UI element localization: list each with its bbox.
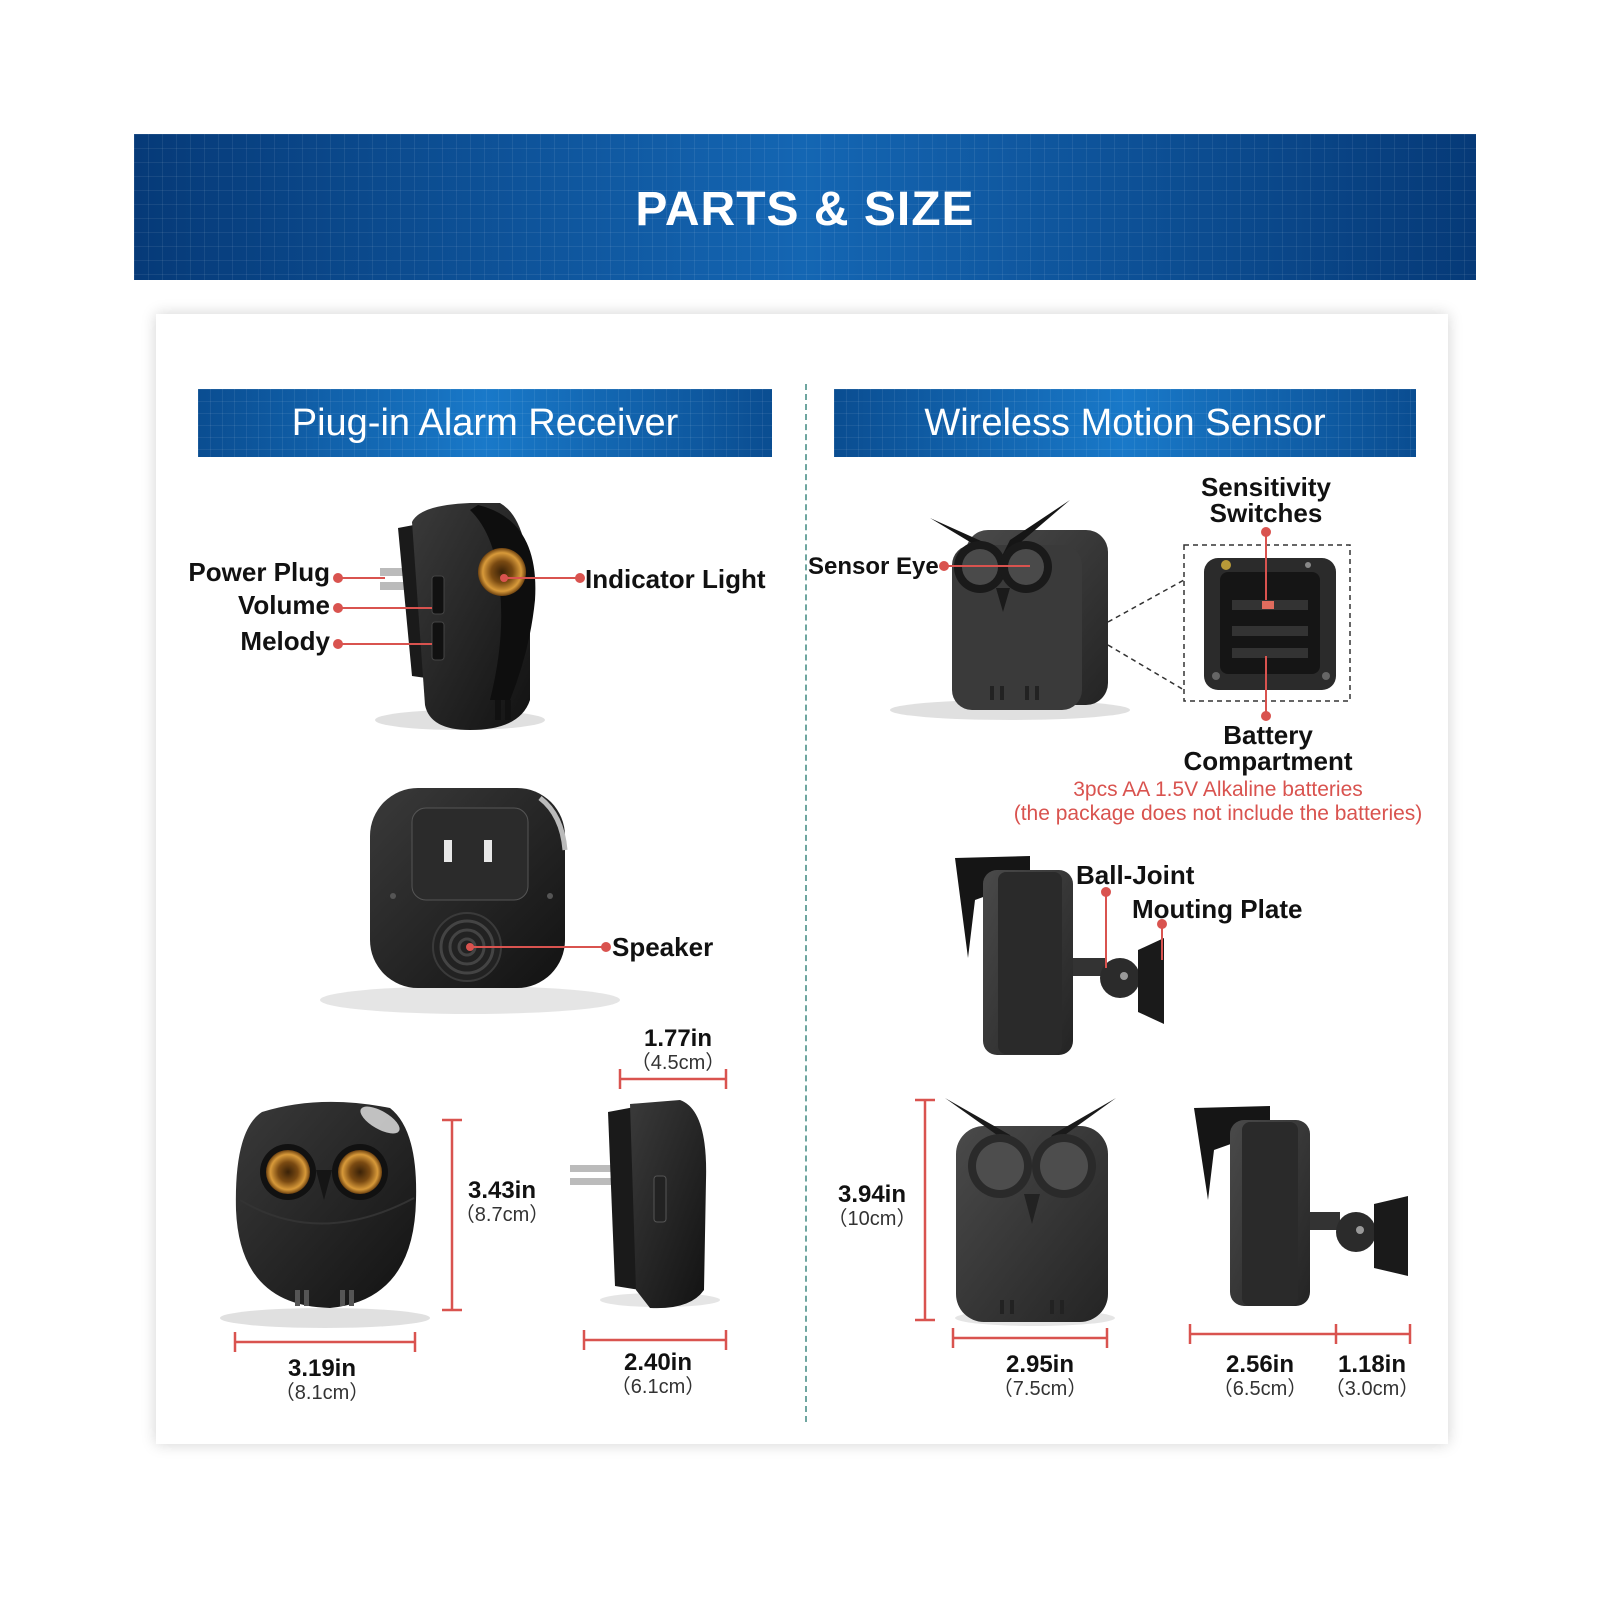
sensitivity-switches-label-line1: Sensitivity [1200,472,1332,502]
battery-note-line1: 3pcs AA 1.5V Alkaline batteries [1073,778,1363,801]
sensor-width-value: 2.95in [1005,1351,1075,1378]
sensor-plate-value: 1.18in [1337,1351,1407,1378]
receiver-side-view [375,503,545,730]
battery-compartment-label-line2: Compartment [1183,746,1353,776]
sensor-header: Wireless Motion Sensor [834,389,1416,457]
sensor-width-metric: （7.5cm） [992,1378,1088,1401]
column-divider [805,384,807,1422]
battery-note-line2: (the package does not include the batter… [1013,802,1423,825]
sensor-front-view [890,500,1130,720]
title-banner: PARTS & SIZE [134,134,1476,280]
receiver-depth-bottom-metric: （6.1cm） [610,1376,706,1399]
melody-label: Melody [240,626,330,656]
sensor-width-dimension: 2.95in （7.5cm） [992,1351,1088,1401]
page-title: PARTS & SIZE [635,183,975,236]
receiver-height-metric: （8.7cm） [454,1204,550,1227]
mounting-plate-label: Mouting Plate [1132,894,1303,924]
receiver-width-metric: （8.1cm） [274,1382,370,1405]
sensor-depth-metric: （6.5cm） [1212,1378,1308,1401]
speaker-label: Speaker [612,932,714,962]
battery-compartment-label-line1: Battery [1223,720,1313,750]
receiver-back-view [320,788,620,1014]
receiver-width-value: 3.19in [287,1355,357,1382]
receiver-depth-top-metric: （4.5cm） [630,1052,726,1075]
sensitivity-switches-label-line2: Switches [1209,498,1323,528]
dimension-lines [233,1069,1412,1352]
receiver-depth-top-value: 1.77in [643,1025,713,1052]
receiver-width-dimension: 3.19in （8.1cm） [274,1355,370,1405]
battery-compartment-inset [1107,544,1351,702]
sensor-plate-dimension: 1.18in （3.0cm） [1324,1351,1420,1401]
sensor-side-dimension-view [1194,1106,1408,1306]
receiver-side-dimension-view [570,1100,720,1309]
sensor-height-metric: （10cm） [827,1208,917,1231]
sensor-depth-value: 2.56in [1225,1351,1295,1378]
receiver-height-dimension: 3.43in （8.7cm） [454,1177,550,1227]
sensor-height-value: 3.94in [837,1181,907,1208]
receiver-front-view [220,1101,430,1328]
sensor-plate-metric: （3.0cm） [1324,1378,1420,1401]
leader-lines [333,527,1271,968]
ball-joint-label: Ball-Joint [1076,860,1195,890]
receiver-depth-top-dimension: 1.77in （4.5cm） [630,1025,726,1075]
sensor-eye-label: Sensor Eye [808,553,939,580]
receiver-depth-bottom-value: 2.40in [623,1349,693,1376]
power-plug-label: Power Plug [188,557,330,587]
sensor-front-dimension-view [945,1098,1116,1326]
volume-label: Volume [238,590,330,620]
sensor-depth-dimension: 2.56in （6.5cm） [1212,1351,1308,1401]
receiver-height-value: 3.43in [467,1177,537,1204]
receiver-header: Piug-in Alarm Receiver [198,389,772,457]
indicator-light-label: Indicator Light [585,564,766,594]
sensor-height-dimension: 3.94in （10cm） [827,1181,917,1231]
sensor-mount-view [955,856,1164,1055]
receiver-depth-bottom-dimension: 2.40in （6.1cm） [610,1349,706,1399]
